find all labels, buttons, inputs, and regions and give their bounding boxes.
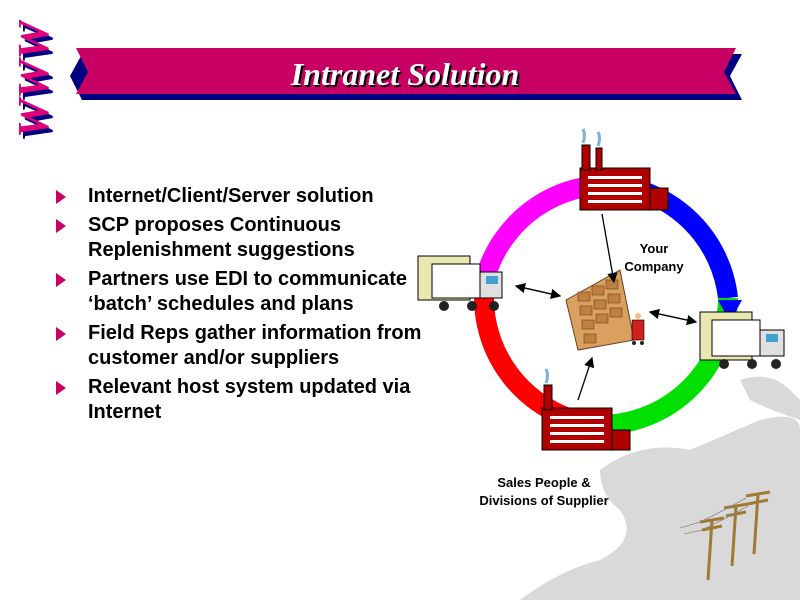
bullet-text: Field Reps gather information from custo… (88, 322, 422, 369)
bullet-triangle-icon (56, 190, 66, 204)
truck-icon (417, 255, 503, 311)
title-banner (70, 48, 742, 100)
label-your-company-line-2: Company (624, 259, 684, 274)
list-item: Relevant host system updated via Interne… (52, 375, 432, 425)
bullet-triangle-icon (56, 381, 66, 395)
arrow-right-truck-to-center (648, 308, 697, 323)
bullet-text: SCP proposes Continuous Replenishment su… (88, 214, 355, 261)
label-your-company-line-1: Your (639, 241, 669, 256)
bullet-list: Internet/Client/Server solution SCP prop… (52, 184, 432, 429)
map-background-icon (520, 376, 800, 600)
list-item: Partners use EDI to communicate ‘batch’ … (52, 267, 432, 317)
label-your-company: Your Company (612, 240, 696, 276)
ring-arrowhead-icon (718, 300, 742, 322)
page-title: Intranet Solution (290, 56, 520, 92)
bullet-triangle-icon (56, 327, 66, 341)
bullet-triangle-icon (56, 273, 66, 287)
power-line-icon (699, 490, 771, 581)
bullet-text: Internet/Client/Server solution (88, 185, 374, 207)
bullet-text: Relevant host system updated via Interne… (88, 376, 411, 423)
svg-text:WWW: WWW (13, 22, 60, 142)
truck-icon (699, 311, 785, 369)
banner-ribbon (76, 48, 736, 94)
list-item: Field Reps gather information from custo… (52, 321, 432, 371)
arrow-supplier-to-center (577, 356, 595, 401)
label-sales-people: Sales People & Divisions of Supplier (460, 474, 628, 510)
factory-icon (579, 128, 669, 211)
bullet-text: Partners use EDI to communicate ‘batch’ … (88, 268, 407, 315)
connector-arrows (514, 213, 698, 401)
list-item: Internet/Client/Server solution (52, 184, 432, 209)
arrow-company-to-center (601, 213, 618, 284)
bullet-triangle-icon (56, 219, 66, 233)
svg-text:WWW: WWW (9, 20, 58, 138)
arrow-left-truck-to-center (515, 285, 562, 300)
warehouse-icon (565, 269, 645, 351)
label-sales-line-2: Divisions of Supplier (479, 493, 609, 508)
factory-icon (541, 368, 631, 451)
label-sales-line-1: Sales People & (497, 475, 591, 490)
list-item: SCP proposes Continuous Replenishment su… (52, 213, 432, 263)
www-logo-icon: WWW WWW (9, 20, 60, 142)
